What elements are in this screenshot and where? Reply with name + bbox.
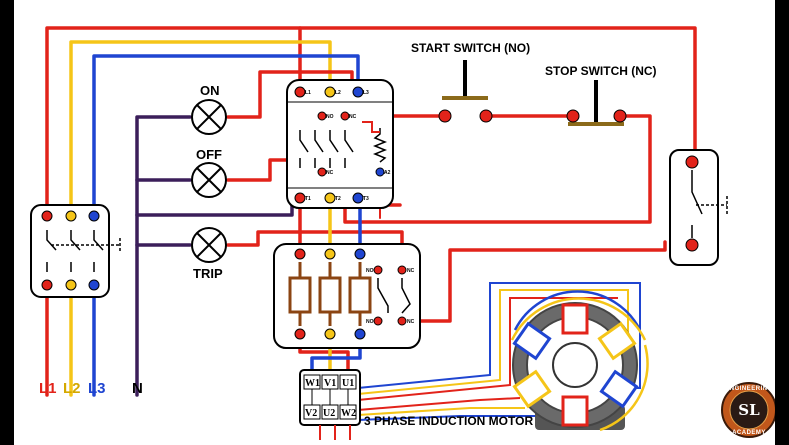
stop-switch (566, 80, 627, 126)
overload-aux-bottom-1: NO (366, 319, 374, 325)
line-l2-label: L2 (63, 380, 81, 397)
motor-terminal-box: W1 V1 U1 V2 U2 W2 (299, 369, 361, 440)
right-frame-bar (775, 0, 789, 445)
left-frame-bar (0, 0, 14, 445)
contactor-label-bottom-2: T2 (335, 196, 341, 202)
neutral-label: N (132, 380, 143, 397)
logo-monogram: SL (738, 401, 760, 419)
circuit-breaker (30, 204, 121, 298)
wire-neutral (135, 115, 192, 397)
motor-terminal-v2: V2 (305, 408, 317, 419)
motor-terminal-w1: W1 (305, 378, 320, 389)
contactor-aux-top-1: NO (326, 114, 334, 120)
line-l1-label: L1 (39, 380, 57, 397)
wire-trip-return (398, 240, 667, 323)
stop-switch-label: STOP SWITCH (NC) (545, 64, 657, 78)
overload-aux-top-1: NO (366, 268, 374, 274)
lamp-off (191, 162, 227, 198)
overload-aux-top-2: NC (407, 268, 415, 274)
motor-terminal-u1: U1 (342, 378, 354, 389)
logo-ring-bottom: ACADEMY (732, 430, 766, 436)
lamp-trip-label: TRIP (193, 266, 223, 281)
motor-terminal-w2: W2 (341, 408, 356, 419)
contactor-label-top-1: L1 (305, 90, 311, 96)
control-breaker (669, 149, 728, 266)
contactor-label-top-2: L2 (335, 90, 341, 96)
motor-terminal-v1: V1 (324, 378, 336, 389)
contactor: L1 L2 L3 T1 T2 T3 NO NC NC A2 (286, 79, 394, 209)
start-switch-label: START SWITCH (NO) (411, 41, 531, 55)
lamp-on-label: ON (200, 83, 220, 98)
contactor-aux-top-2: NC (349, 114, 357, 120)
contactor-aux-bottom-2: A2 (384, 170, 391, 176)
contactor-aux-bottom-1: NC (326, 170, 334, 176)
motor-terminal-u2: U2 (323, 408, 335, 419)
motor-lead-wires (357, 282, 641, 421)
start-switch (438, 60, 493, 123)
contactor-label-bottom-1: T1 (305, 196, 311, 202)
motor-label: 3 PHASE INDUCTION MOTOR (364, 414, 534, 428)
overload-relay: NO NC NO NC (273, 243, 421, 349)
lamp-on (191, 99, 227, 135)
line-l3-label: L3 (88, 380, 106, 397)
logo-ring-top: ENGINEERING (725, 386, 773, 392)
motor-stator (510, 290, 649, 432)
lamp-trip (191, 227, 227, 263)
contactor-label-bottom-3: T3 (363, 196, 369, 202)
lamp-off-label: OFF (196, 147, 222, 162)
academy-logo: SL ENGINEERING ACADEMY (721, 382, 777, 438)
contactor-label-top-3: L3 (363, 90, 369, 96)
overload-aux-bottom-2: NC (407, 319, 415, 325)
